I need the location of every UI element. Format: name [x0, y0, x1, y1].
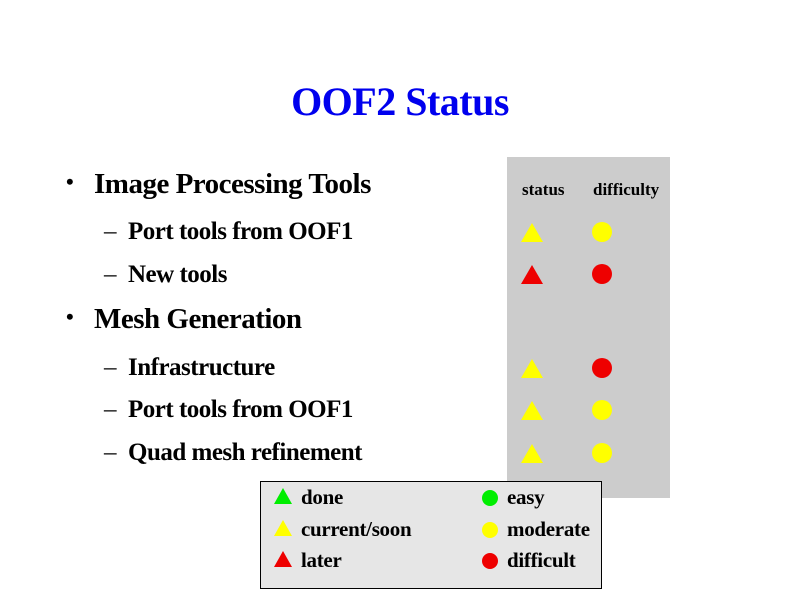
subbullet-port-tools-1: –Port tools from OOF1: [104, 218, 353, 246]
subbullet-text: Quad mesh refinement: [128, 439, 362, 466]
legend: done current/soon later easy moderate di…: [260, 481, 602, 589]
dash-icon: –: [104, 439, 117, 466]
legend-label: current/soon: [301, 517, 412, 541]
legend-label: moderate: [507, 517, 590, 541]
legend-triangle-icon: [274, 488, 292, 504]
subbullet-infrastructure: –Infrastructure: [104, 354, 275, 382]
legend-label: done: [301, 485, 343, 509]
dash-icon: –: [104, 396, 117, 423]
difficulty-column-header: difficulty: [593, 180, 660, 199]
dash-icon: –: [104, 261, 117, 288]
legend-label: later: [301, 548, 342, 572]
dash-icon: –: [104, 218, 117, 245]
status-triangle-icon: [521, 444, 543, 463]
bullet-text: Image Processing Tools: [94, 168, 371, 200]
subbullet-text: Infrastructure: [128, 354, 275, 381]
status-panel: [507, 157, 670, 498]
legend-triangle-icon: [274, 520, 292, 536]
difficulty-circle-icon: [592, 264, 612, 284]
subbullet-text: Port tools from OOF1: [128, 396, 353, 423]
slide-title: OOF2 Status: [291, 79, 509, 124]
legend-triangle-icon: [274, 551, 292, 567]
bullet-text: Mesh Generation: [94, 303, 302, 335]
status-triangle-icon: [521, 359, 543, 378]
dash-icon: –: [104, 354, 117, 381]
subbullet-text: New tools: [128, 261, 227, 288]
difficulty-circle-icon: [592, 358, 612, 378]
difficulty-circle-icon: [592, 400, 612, 420]
status-triangle-icon: [521, 265, 543, 284]
legend-label: easy: [507, 485, 545, 509]
legend-circle-icon: [482, 553, 498, 569]
status-triangle-icon: [521, 223, 543, 242]
legend-circle-icon: [482, 522, 498, 538]
bullet-icon: •: [66, 304, 74, 329]
bullet-mesh-generation: • Mesh Generation: [66, 303, 302, 336]
subbullet-new-tools: –New tools: [104, 261, 227, 289]
subbullet-text: Port tools from OOF1: [128, 218, 353, 245]
bullet-icon: •: [66, 169, 74, 194]
difficulty-circle-icon: [592, 222, 612, 242]
subbullet-port-tools-2: –Port tools from OOF1: [104, 396, 353, 424]
difficulty-circle-icon: [592, 443, 612, 463]
bullet-image-processing-tools: • Image Processing Tools: [66, 168, 371, 201]
status-column-header: status: [522, 180, 565, 199]
status-triangle-icon: [521, 401, 543, 420]
legend-label: difficult: [507, 548, 576, 572]
subbullet-quad-mesh-refinement: –Quad mesh refinement: [104, 439, 362, 467]
legend-circle-icon: [482, 490, 498, 506]
